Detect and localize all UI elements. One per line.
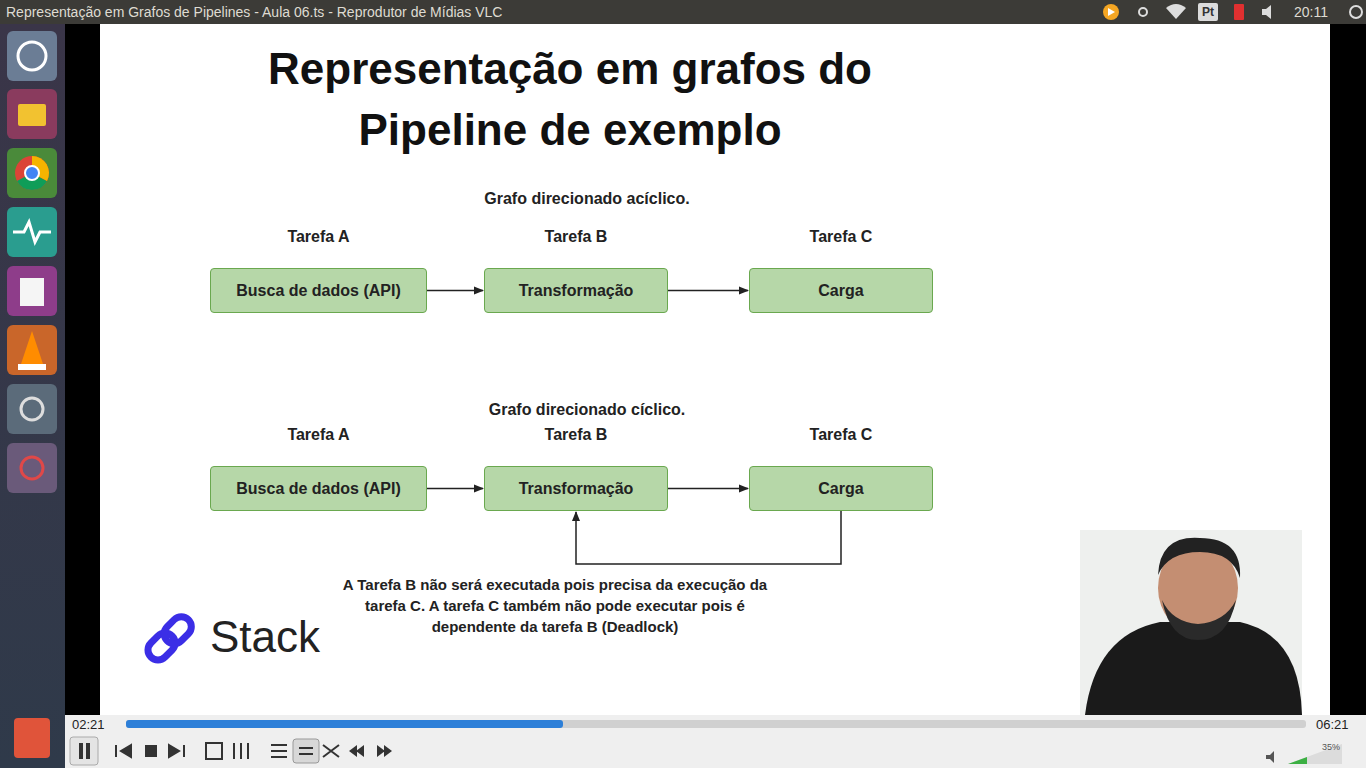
dependency-arrow xyxy=(668,488,748,490)
process-box: Carga xyxy=(749,268,933,313)
cone-base xyxy=(18,364,46,370)
next-button xyxy=(169,745,184,757)
graph-caption: Grafo direcionado acíclico. xyxy=(397,189,777,209)
logo-link xyxy=(160,613,195,648)
box-label: Busca de dados (API) xyxy=(226,480,410,498)
process-box: Transformação xyxy=(484,466,668,511)
presenter-beard xyxy=(1162,600,1236,640)
graph-caption: Grafo direcionado cíclico. xyxy=(397,400,777,420)
trash-icon xyxy=(14,718,50,758)
volume-fill xyxy=(1288,757,1307,764)
battery-icon xyxy=(1234,4,1244,20)
rewind-button xyxy=(349,745,364,757)
monitor-icon xyxy=(7,207,57,257)
loop-button xyxy=(293,739,319,763)
app-icon xyxy=(7,384,57,434)
total-time: 06:21 xyxy=(1316,716,1360,734)
task-heading: Tarefa A xyxy=(170,228,467,246)
pause-bar xyxy=(86,743,90,759)
process-box: Carga xyxy=(749,466,933,511)
volume-icon xyxy=(1262,5,1271,19)
vlc-tray-icon xyxy=(1103,4,1119,20)
volume-icon xyxy=(1266,751,1274,763)
task-heading: Tarefa C xyxy=(709,426,973,444)
app-icon xyxy=(7,443,57,493)
cone-glyph xyxy=(20,331,44,367)
progress-track xyxy=(126,720,1306,728)
deadlock-note: A Tarefa B não será executada pois preci… xyxy=(330,574,780,637)
clock: 20:11 xyxy=(1286,3,1336,21)
dependency-arrow xyxy=(576,511,841,564)
settings-button xyxy=(234,743,248,759)
shuffle-button xyxy=(323,745,339,757)
folder-glyph xyxy=(18,104,46,126)
webcam-frame xyxy=(1080,530,1302,715)
task-node: Busca de dados (API)Tarefa A xyxy=(210,466,427,511)
dash-icon xyxy=(7,31,57,81)
box-label: Busca de dados (API) xyxy=(226,282,410,300)
keyboard-layout: Pt xyxy=(1198,4,1218,20)
pause-bar xyxy=(79,743,83,759)
stack-logo xyxy=(144,613,196,665)
brightness-icon xyxy=(1139,8,1147,16)
stop-button xyxy=(145,745,157,757)
window-title: Representação em Grafos de Pipelines - A… xyxy=(6,3,906,21)
ubuntu-logo xyxy=(18,42,46,70)
box-label: Carga xyxy=(808,480,873,498)
volume-percent: 35% xyxy=(1322,742,1352,753)
brand-name: Stack xyxy=(210,612,350,662)
progress-fill xyxy=(126,720,563,728)
files-icon xyxy=(7,89,57,139)
task-node: TransformaçãoTarefa B xyxy=(484,268,668,313)
elapsed-time: 02:21 xyxy=(72,716,116,734)
process-box: Busca de dados (API) xyxy=(210,268,427,313)
forward-button xyxy=(377,745,392,757)
process-box: Transformação xyxy=(484,268,668,313)
fullscreen-button xyxy=(206,743,222,759)
process-box: Busca de dados (API) xyxy=(210,466,427,511)
task-node: TransformaçãoTarefa B xyxy=(484,466,668,511)
dependency-arrow xyxy=(668,290,748,292)
task-heading: Tarefa B xyxy=(444,426,708,444)
presenter-hair xyxy=(1158,538,1240,578)
box-label: Transformação xyxy=(509,480,644,498)
task-heading: Tarefa B xyxy=(444,228,708,246)
loop-glyph xyxy=(299,748,313,754)
box-label: Carga xyxy=(808,282,873,300)
keyboard-indicator xyxy=(1198,3,1218,21)
task-node: Busca de dados (API)Tarefa A xyxy=(210,268,427,313)
task-heading: Tarefa A xyxy=(170,426,467,444)
app-glyph xyxy=(21,398,43,420)
vlc-icon xyxy=(7,325,57,375)
chrome-ring xyxy=(15,156,49,190)
wifi-icon xyxy=(1166,4,1186,19)
dependency-arrow xyxy=(427,290,483,292)
chrome-center xyxy=(25,166,39,180)
task-heading: Tarefa C xyxy=(709,228,973,246)
slide-title: Representação em grafos do Pipeline de e… xyxy=(200,38,940,160)
previous-button xyxy=(116,745,131,757)
pause-button xyxy=(70,737,98,765)
pulse-glyph xyxy=(13,222,51,242)
play-glyph xyxy=(1108,8,1115,16)
document-glyph xyxy=(20,278,44,306)
dependency-arrow xyxy=(427,488,483,490)
playlist-button xyxy=(271,745,287,757)
power-icon xyxy=(1350,6,1362,18)
task-node: CargaTarefa C xyxy=(749,268,933,313)
task-node: CargaTarefa C xyxy=(749,466,933,511)
chrome-icon xyxy=(7,148,57,198)
app-glyph xyxy=(21,457,43,479)
editor-icon xyxy=(7,266,57,316)
box-label: Transformação xyxy=(509,282,644,300)
